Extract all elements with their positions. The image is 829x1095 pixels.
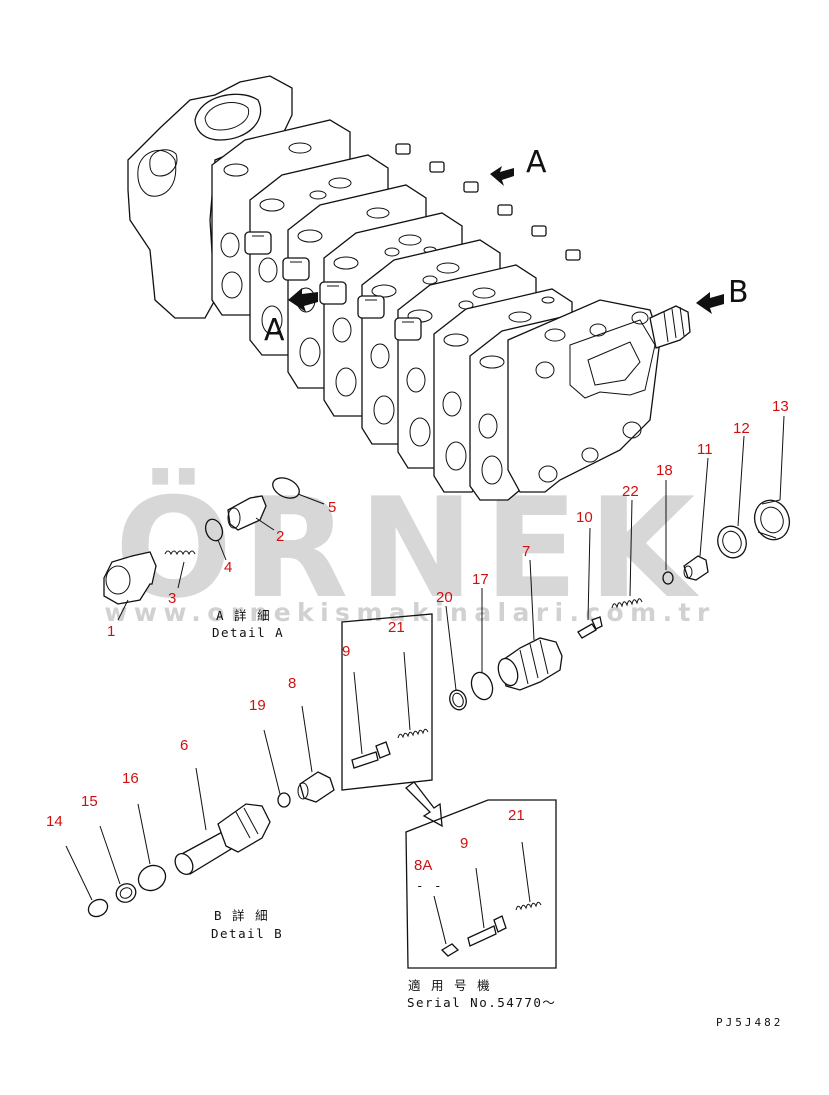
control-valve-assembly	[127, 75, 691, 501]
top-plugs	[395, 143, 581, 261]
view-arrow-a-lower	[288, 288, 318, 312]
callout-2: 2	[276, 528, 284, 545]
caption-detail-b-en: Detail B	[211, 926, 283, 941]
caption-detail-a-en: Detail A	[212, 625, 284, 640]
valve-end-cover	[507, 299, 661, 493]
part-21-spring	[397, 728, 429, 739]
part-10-pin	[577, 616, 603, 639]
inset-dashes: - -	[416, 878, 443, 893]
inset-transition-arrow	[405, 781, 443, 828]
callout-9-inset-2: 9	[460, 835, 468, 852]
callout-6: 6	[180, 737, 188, 754]
part-8a-bolt	[440, 943, 460, 957]
callout-4: 4	[224, 559, 232, 576]
part-16-ring	[137, 864, 167, 892]
part-12-ring	[717, 525, 747, 559]
callout-21-inset-2: 21	[508, 807, 525, 824]
callout-1: 1	[107, 623, 115, 640]
view-label-a-lower: A	[264, 313, 285, 348]
caption-detail-a-jp: A 詳 細	[216, 608, 271, 623]
callout-9-inset-1: 9	[342, 643, 350, 660]
callout-17: 17	[472, 571, 489, 588]
view-arrow-b	[696, 292, 724, 314]
view-label-b: B	[728, 275, 749, 310]
callout-22: 22	[622, 483, 639, 500]
part-1-plug	[103, 551, 157, 605]
view-label-a-upper: A	[526, 145, 547, 180]
part-22-spring	[611, 598, 643, 609]
part-11-poppet	[683, 555, 709, 581]
callout-7: 7	[522, 543, 530, 560]
part-15-ring	[115, 883, 137, 903]
callout-12: 12	[733, 420, 750, 437]
view-arrow-a-upper	[490, 166, 514, 186]
callout-8: 8	[288, 675, 296, 692]
inset-box-1	[341, 613, 433, 791]
part-21-spring-inset	[515, 901, 542, 911]
watermark: ÖRNEK www.ornekismakinalari.com.tr	[104, 468, 715, 629]
callout-3: 3	[168, 590, 176, 607]
leaders-detail-b	[65, 705, 313, 901]
spool-caps	[244, 231, 422, 341]
b-end-plug	[649, 305, 691, 349]
part-15-ring-inner	[119, 887, 133, 899]
part-20-ring	[449, 689, 467, 711]
callout-11: 11	[697, 441, 713, 458]
part-12-ring-inner	[722, 530, 742, 554]
detail-b-parts	[87, 771, 335, 918]
callout-20: 20	[436, 589, 453, 606]
part-17-o-ring	[470, 671, 494, 701]
caption-serial-en: Serial No.54770～	[407, 995, 556, 1010]
callout-19: 19	[249, 697, 266, 714]
part-9-bolt-inset	[467, 915, 507, 947]
callout-21-inset-1: 21	[388, 619, 405, 636]
leaders-right	[445, 415, 785, 691]
part-18-ball	[662, 571, 674, 585]
part-7-valve	[497, 637, 563, 691]
part-19-ring	[277, 792, 291, 808]
callout-13: 13	[772, 398, 789, 415]
caption-detail-b-jp: B 詳 細	[214, 908, 269, 923]
callout-10: 10	[576, 509, 593, 526]
part-9-bolt	[351, 741, 391, 769]
callout-8a: 8A	[414, 857, 432, 874]
part-8-sleeve	[297, 771, 335, 803]
callout-16: 16	[122, 770, 139, 787]
detail-a-parts	[103, 477, 300, 605]
part-6-spool	[174, 803, 271, 875]
part-20-ring-inner	[452, 692, 464, 708]
callout-14: 14	[46, 813, 63, 830]
watermark-brand: ÖRNEK	[115, 468, 705, 629]
leaders-detail-a	[117, 493, 325, 621]
watermark-url: www.ornekismakinalari.com.tr	[104, 598, 715, 627]
callout-5: 5	[328, 499, 336, 516]
part-3-spring	[164, 550, 196, 556]
right-parts	[449, 499, 791, 711]
callout-15: 15	[81, 793, 98, 810]
inset-box-2	[405, 799, 557, 969]
caption-serial-jp: 適 用 号 機	[408, 978, 491, 993]
part-13-nut	[753, 499, 791, 541]
part-2-poppet	[227, 495, 267, 531]
part-14-ring	[87, 898, 109, 918]
drawing-code: PJ5J482	[716, 1016, 783, 1029]
callout-18: 18	[656, 462, 673, 479]
